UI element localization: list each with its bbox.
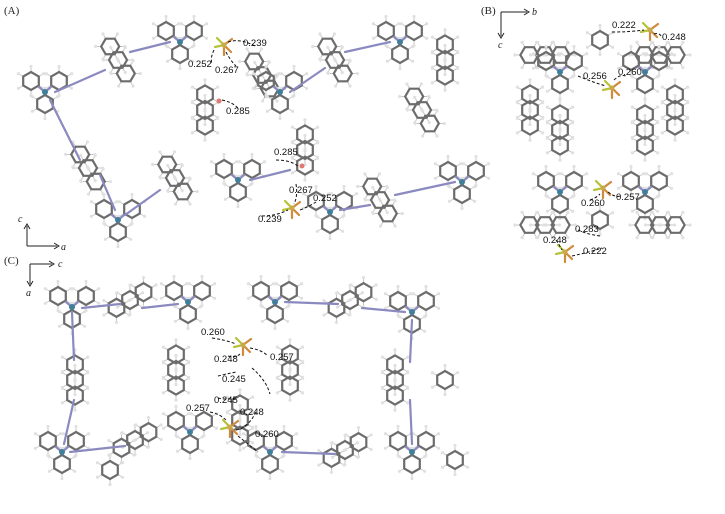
panel-b-axis-indicator: b c — [497, 7, 537, 51]
panel-a-distance-7: 0.252 — [313, 193, 337, 204]
panel-c-distance-4: 0.245 — [222, 374, 246, 385]
panel-c-axis-indicator: c a — [26, 259, 63, 299]
panel-a-axis-a: a — [61, 242, 66, 253]
panel-a-contacts — [210, 40, 317, 217]
panel-b-distance-4: 0.260 — [618, 67, 642, 78]
panel-c-contacts — [209, 337, 271, 453]
panel-c-distance-3: 0.248 — [214, 354, 238, 365]
panel-a-distance-4: 0.285 — [226, 106, 250, 117]
panel-a-axis-indicator: c a — [18, 214, 66, 253]
panel-a-distance-6: 0.267 — [289, 185, 313, 196]
panel-b-label: (B) — [481, 5, 496, 17]
panel-c-distance-6: 0.248 — [240, 407, 264, 418]
panel-b-axis-c: c — [498, 40, 503, 51]
panel-c-label: (C) — [4, 255, 19, 267]
panel-a-molecules — [17, 15, 490, 248]
panel-a-distance-8: 0.239 — [258, 214, 282, 225]
panel-b-distance-6: 0.260 — [581, 198, 605, 209]
panel-c-distance-2: 0.257 — [270, 352, 294, 363]
panel-a: (A) — [4, 5, 490, 253]
panel-c-axis-a: a — [26, 288, 31, 299]
panel-b-distance-1: 0.222 — [612, 20, 636, 31]
panel-b-distance-9: 0.222 — [583, 246, 607, 257]
panel-a-distance-5: 0.285 — [274, 147, 298, 158]
panel-a-distance-2: 0.252 — [188, 59, 212, 70]
panel-c-distance-1: 0.260 — [201, 327, 225, 338]
panel-b-distance-5: 0.257 — [616, 192, 640, 203]
panel-a-axis-c: c — [18, 214, 23, 225]
panel-b-axis-b: b — [532, 7, 537, 18]
panel-b-distance-3: 0.256 — [583, 71, 607, 82]
panel-a-oxygen-1 — [216, 98, 222, 104]
panel-b-distance-2: 0.248 — [662, 32, 686, 43]
panel-b-distance-7: 0.283 — [575, 224, 599, 235]
panel-b: (B) — [481, 5, 692, 264]
panel-b-distance-8: 0.248 — [543, 235, 567, 246]
panel-a-distance-1: 0.239 — [243, 38, 267, 49]
panel-a-label: (A) — [4, 5, 20, 17]
panel-c-distance-5: 0.245 — [214, 395, 238, 406]
panel-a-oxygen-2 — [299, 163, 305, 169]
panel-c-distance-8: 0.260 — [255, 429, 279, 440]
panel-c-axis-c: c — [58, 259, 63, 270]
panel-a-distance-3: 0.267 — [215, 65, 239, 76]
panel-c-distance-7: 0.257 — [186, 403, 210, 414]
panel-c: (C) — [4, 255, 471, 488]
panel-c-molecules — [34, 272, 471, 488]
panel-b-contacts — [555, 29, 663, 257]
